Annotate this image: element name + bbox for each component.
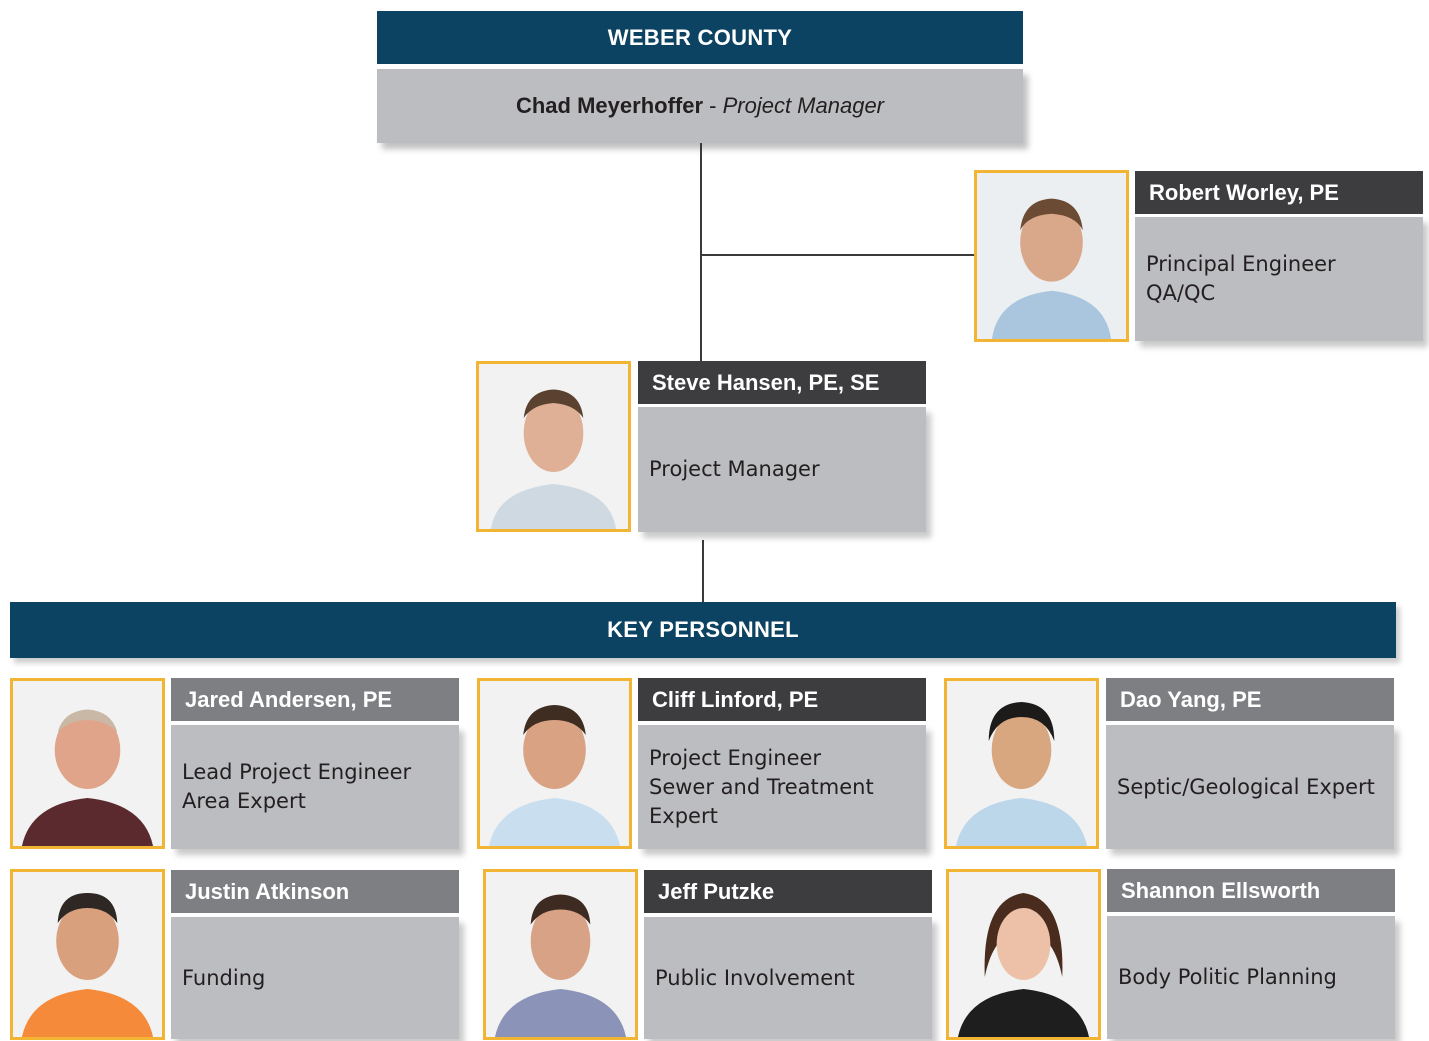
person-name: Cliff Linford, PE — [652, 686, 819, 712]
role-box: Funding — [171, 917, 459, 1039]
name-bar: Dao Yang, PE — [1106, 678, 1394, 721]
role-line: Project Manager — [649, 457, 820, 481]
connector-horizontal-principal — [701, 254, 975, 256]
person-silhouette-icon — [486, 872, 635, 1037]
name-bar: Jeff Putzke — [644, 870, 932, 913]
person-photo — [10, 869, 165, 1040]
role-line: Septic/Geological Expert — [1117, 774, 1375, 799]
person-name: Jeff Putzke — [658, 878, 775, 904]
section-header-bar: KEY PERSONNEL — [10, 602, 1396, 658]
lead-label: Chad Meyerhoffer - Project Manager — [516, 93, 884, 119]
role-line: Lead Project Engineer — [182, 760, 412, 784]
person-name: Shannon Ellsworth — [1121, 877, 1321, 903]
role-box: Public Involvement — [644, 917, 932, 1039]
person-photo — [483, 869, 638, 1040]
person-silhouette-icon — [949, 872, 1098, 1037]
lead-role: Project Manager — [722, 93, 885, 118]
role-line: Area Expert — [182, 789, 306, 813]
lead-name: Chad Meyerhoffer — [515, 93, 704, 118]
role-box: Project Engineer Sewer and Treatment Exp… — [638, 725, 926, 849]
role-box: Principal Engineer QA/QC — [1135, 217, 1423, 341]
name-bar: Robert Worley, PE — [1135, 171, 1423, 214]
person-name: Justin Atkinson — [185, 878, 350, 904]
person-silhouette-icon — [947, 681, 1096, 846]
person-name: Robert Worley, PE — [1149, 179, 1339, 205]
person-name: Steve Hansen, PE, SE — [652, 369, 880, 395]
person-photo — [944, 678, 1099, 849]
connector-vertical-top — [700, 143, 702, 361]
person-photo — [946, 869, 1101, 1040]
person-photo — [974, 170, 1129, 342]
role-line: Principal Engineer — [1146, 252, 1336, 276]
connector-vertical-bottom — [702, 540, 704, 603]
person-photo — [476, 361, 631, 532]
role-line: Public Involvement — [655, 965, 855, 990]
name-bar: Shannon Ellsworth — [1107, 869, 1395, 912]
person-photo — [477, 678, 632, 849]
name-bar: Cliff Linford, PE — [638, 678, 926, 721]
section-title: KEY PERSONNEL — [607, 617, 799, 642]
role-box: Body Politic Planning — [1107, 916, 1395, 1039]
lead-box: Chad Meyerhoffer - Project Manager — [377, 69, 1023, 143]
person-silhouette-icon — [479, 364, 628, 529]
person-silhouette-icon — [13, 681, 162, 846]
role-box: Lead Project Engineer Area Expert — [171, 725, 459, 849]
role-box: Septic/Geological Expert — [1106, 725, 1394, 849]
person-silhouette-icon — [480, 681, 629, 846]
role-line: QA/QC — [1146, 281, 1216, 305]
name-bar: Steve Hansen, PE, SE — [638, 361, 926, 404]
role-line: Body Politic Planning — [1118, 965, 1337, 989]
role-line: Expert — [649, 803, 718, 828]
role-line: Funding — [182, 965, 266, 990]
person-silhouette-icon — [13, 872, 162, 1037]
role-box: Project Manager — [638, 407, 926, 532]
role-line: Sewer and Treatment — [649, 774, 874, 799]
name-bar: Jared Andersen, PE — [171, 678, 459, 721]
org-header-bar: WEBER COUNTY — [377, 11, 1023, 64]
person-name: Dao Yang, PE — [1120, 686, 1262, 712]
person-name: Jared Andersen, PE — [185, 686, 393, 712]
role-line: Project Engineer — [649, 745, 822, 770]
lead-separator: - — [703, 93, 723, 118]
person-silhouette-icon — [977, 173, 1126, 339]
org-title: WEBER COUNTY — [607, 24, 793, 50]
person-photo — [10, 678, 165, 849]
name-bar: Justin Atkinson — [171, 870, 459, 913]
